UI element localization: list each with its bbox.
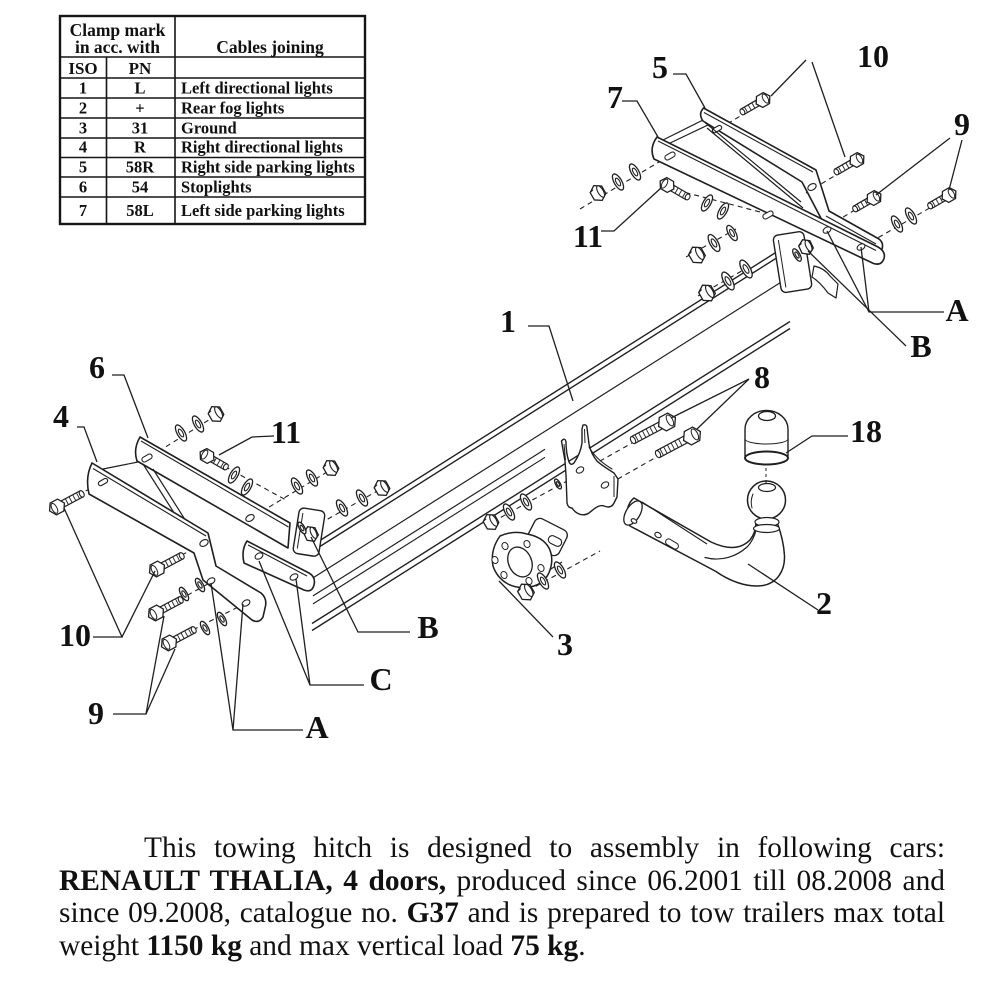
svg-text:11: 11 (573, 218, 603, 254)
svg-text:7: 7 (79, 201, 87, 220)
svg-text:C: C (369, 661, 392, 697)
svg-text:in acc. with: in acc. with (75, 37, 160, 57)
svg-text:31: 31 (132, 119, 149, 138)
svg-text:8: 8 (754, 359, 770, 395)
svg-text:6: 6 (89, 349, 105, 385)
svg-text:3: 3 (557, 626, 573, 662)
svg-text:+: + (135, 99, 144, 118)
svg-text:B: B (910, 328, 931, 364)
svg-text:L: L (134, 79, 145, 98)
svg-text:Left directional lights: Left directional lights (181, 79, 333, 98)
svg-text:Right side parking lights: Right side parking lights (181, 158, 355, 177)
svg-text:4: 4 (79, 138, 87, 157)
svg-text:Clamp mark: Clamp mark (70, 20, 166, 40)
svg-text:6: 6 (79, 178, 87, 197)
svg-text:7: 7 (607, 79, 623, 115)
svg-text:ISO: ISO (68, 59, 97, 78)
svg-text:Right directional lights: Right directional lights (181, 138, 344, 157)
svg-text:11: 11 (271, 414, 301, 450)
svg-text:A: A (945, 292, 968, 328)
svg-text:18: 18 (850, 413, 882, 449)
svg-text:PN: PN (129, 59, 152, 78)
svg-text:Left side parking lights: Left side parking lights (181, 201, 345, 220)
svg-text:A: A (305, 709, 328, 745)
svg-text:54: 54 (132, 178, 149, 197)
svg-text:58L: 58L (126, 201, 154, 220)
svg-text:58R: 58R (126, 158, 156, 177)
svg-text:R: R (134, 138, 147, 157)
svg-text:Cables joining: Cables joining (216, 37, 324, 57)
svg-text:1: 1 (79, 79, 87, 98)
svg-text:5: 5 (652, 49, 668, 85)
svg-text:2: 2 (79, 99, 87, 118)
svg-text:4: 4 (53, 398, 69, 434)
svg-text:10: 10 (59, 617, 91, 653)
svg-text:Ground: Ground (181, 119, 237, 138)
svg-text:Stoplights: Stoplights (181, 178, 252, 197)
svg-text:3: 3 (79, 119, 87, 138)
svg-text:2: 2 (816, 585, 832, 621)
svg-text:9: 9 (88, 695, 104, 731)
svg-text:Rear fog lights: Rear fog lights (181, 99, 285, 118)
svg-text:B: B (417, 609, 438, 645)
svg-text:5: 5 (79, 158, 87, 177)
svg-text:10: 10 (857, 38, 889, 74)
svg-text:9: 9 (954, 106, 970, 142)
svg-text:1: 1 (500, 303, 516, 339)
